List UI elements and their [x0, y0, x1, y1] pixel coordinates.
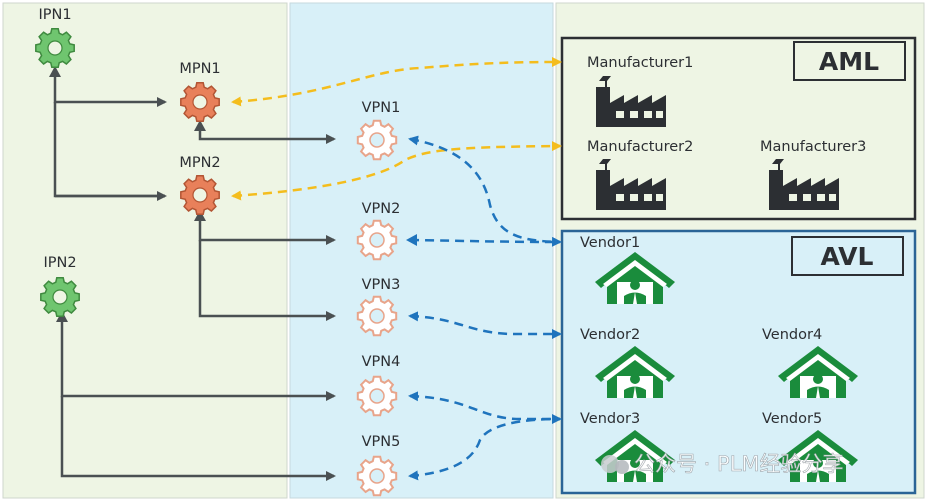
link-mpn1-manufacturer1 [231, 57, 562, 107]
label-manufacturer2: Manufacturer2 [587, 139, 693, 155]
arrow-ipn2-vpn5 [60, 396, 336, 481]
link-vpn3-vendor2 [408, 311, 562, 339]
avl-title-box [791, 236, 904, 276]
label-ipn2: IPN2 [43, 255, 76, 271]
gear-vpn2 [356, 219, 398, 261]
gear-ipn1 [35, 28, 75, 68]
label-vpn5: VPN5 [362, 434, 401, 450]
left-panel [2, 2, 288, 499]
arrowhead-vpn2 [406, 234, 417, 246]
aml-title-box [793, 41, 906, 81]
watermark: 公众号 · PLM经验分享 [601, 452, 844, 476]
watermark-text: 公众号 · PLM经验分享 [634, 452, 844, 476]
arrowhead-ipn1 [49, 66, 61, 77]
label-vendor2: Vendor2 [580, 327, 640, 343]
aml-title: AML [819, 47, 879, 76]
link-vpn5-vendor3 [408, 417, 561, 481]
factory-icon [596, 76, 666, 127]
vendor-house-icon [778, 430, 858, 482]
factory-icon [769, 159, 839, 210]
label-vendor3: Vendor3 [580, 411, 640, 427]
gear-vpn5 [356, 455, 398, 497]
hierarchy-arrows [53, 70, 336, 481]
factory-icon [596, 159, 666, 210]
link-vpn2-vendor1 [409, 238, 561, 244]
label-mpn2: MPN2 [179, 155, 220, 171]
gear-vpn3 [356, 295, 398, 337]
label-vpn4: VPN4 [362, 354, 401, 370]
gear-vpn4 [356, 375, 398, 417]
label-ipn1: IPN1 [38, 7, 71, 23]
gear-mpn2 [180, 175, 220, 215]
avl-title: AVL [821, 242, 874, 271]
link-vpn1-vendor1 [408, 135, 562, 247]
vendor-house-icon [778, 346, 858, 398]
label-manufacturer3: Manufacturer3 [760, 139, 866, 155]
label-vendor5: Vendor5 [762, 411, 822, 427]
label-vpn2: VPN2 [362, 201, 401, 217]
gear-mpn1 [180, 82, 220, 122]
arrowhead-mpn2 [194, 210, 206, 221]
label-vpn3: VPN3 [362, 277, 401, 293]
arrow-mpn2-vpn3 [198, 240, 336, 321]
label-vpn1: VPN1 [362, 100, 401, 116]
wechat-icon [601, 455, 619, 473]
arrowhead-mpn1 [194, 120, 206, 131]
vendor-links [408, 135, 562, 481]
gear-ipn2 [40, 277, 80, 317]
vendor-house-icon [595, 346, 675, 398]
vendor-house-icon [595, 252, 675, 304]
label-vendor4: Vendor4 [762, 327, 822, 343]
label-manufacturer1: Manufacturer1 [587, 55, 693, 71]
label-vendor1: Vendor1 [580, 235, 640, 251]
gear-vpn1 [356, 119, 398, 161]
label-mpn1: MPN1 [179, 61, 220, 77]
